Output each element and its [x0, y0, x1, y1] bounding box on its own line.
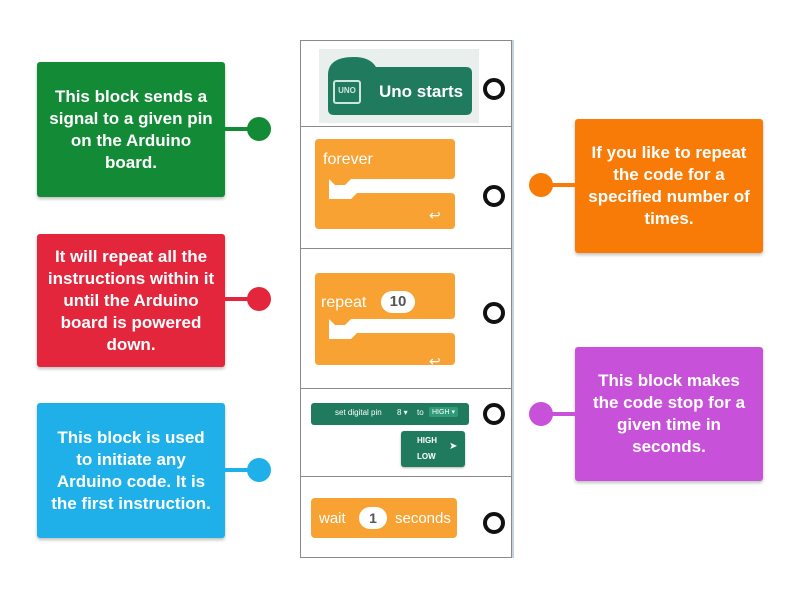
uno-board-icon: UNO [333, 80, 361, 104]
connector-line [225, 297, 255, 301]
description-card-signal-pin[interactable]: This block sends a signal to a given pin… [37, 62, 225, 197]
block-cell-wait: wait 1 seconds [301, 477, 511, 557]
drop-target-4[interactable] [483, 403, 505, 425]
connector-dot[interactable] [247, 287, 271, 311]
pin-selector[interactable]: 8 ▾ [397, 408, 408, 417]
block-cell-uno: UNO Uno starts [301, 41, 511, 127]
wait-block: wait 1 seconds [311, 498, 457, 538]
option-low[interactable]: LOW [417, 452, 436, 461]
block-cell-forever: forever ↩ [301, 127, 511, 249]
value-dropdown-menu: HIGH LOW ➤ [401, 431, 465, 467]
digital-pin-block: set digital pin 8 ▾ to HIGH ▾ [311, 403, 469, 425]
to-label: to [417, 408, 424, 417]
repeat-label: repeat [321, 294, 367, 311]
description-card-repeat[interactable]: If you like to repeat the code for a spe… [575, 119, 763, 253]
value-dropdown[interactable]: HIGH ▾ [429, 407, 458, 417]
connector-line [545, 183, 575, 187]
description-card-forever[interactable]: It will repeat all the instructions with… [37, 234, 225, 367]
description-text: This block makes the code stop for a giv… [592, 371, 746, 456]
block-cell-repeat: repeat 10 ↩ [301, 249, 511, 389]
drop-target-2[interactable] [483, 185, 505, 207]
connector-line [545, 412, 575, 416]
connector-line [225, 468, 255, 472]
uno-hat-shape [328, 57, 472, 115]
loop-arrow-icon: ↩ [429, 207, 441, 223]
description-text: It will repeat all the instructions with… [47, 246, 215, 354]
uno-starts-block: UNO Uno starts [319, 49, 479, 123]
repeat-count-input[interactable]: 10 [381, 291, 415, 313]
drop-target-3[interactable] [483, 302, 505, 324]
description-card-wait[interactable]: This block makes the code stop for a giv… [575, 347, 763, 481]
wait-label: wait [319, 510, 346, 527]
uno-starts-label: Uno starts [379, 82, 464, 101]
block-cell-digital-pin: set digital pin 8 ▾ to HIGH ▾ HIGH LOW ➤ [301, 389, 511, 477]
forever-block-shape [315, 139, 455, 229]
connector-dot[interactable] [529, 402, 553, 426]
description-text: This block is used to initiate any Ardui… [51, 427, 211, 513]
strip-edge [511, 40, 514, 558]
digital-pin-label: set digital pin [335, 408, 382, 417]
seconds-label: seconds [395, 510, 451, 527]
connector-line [225, 127, 255, 131]
description-text: This block sends a signal to a given pin… [49, 86, 213, 172]
repeat-block-shape [315, 273, 455, 365]
drop-target-1[interactable] [483, 78, 505, 100]
cursor-icon: ➤ [449, 441, 458, 452]
wait-count-input[interactable]: 1 [359, 507, 387, 529]
forever-label: forever [323, 151, 373, 168]
description-text: If you like to repeat the code for a spe… [588, 143, 750, 228]
connector-dot[interactable] [247, 458, 271, 482]
description-card-uno-starts[interactable]: This block is used to initiate any Ardui… [37, 403, 225, 538]
connector-dot[interactable] [529, 173, 553, 197]
block-strip: UNO Uno starts forever ↩ repeat 10 ↩ set… [300, 40, 512, 558]
drop-target-5[interactable] [483, 512, 505, 534]
loop-arrow-icon: ↩ [429, 353, 441, 369]
connector-dot[interactable] [247, 117, 271, 141]
option-high[interactable]: HIGH [417, 436, 437, 445]
